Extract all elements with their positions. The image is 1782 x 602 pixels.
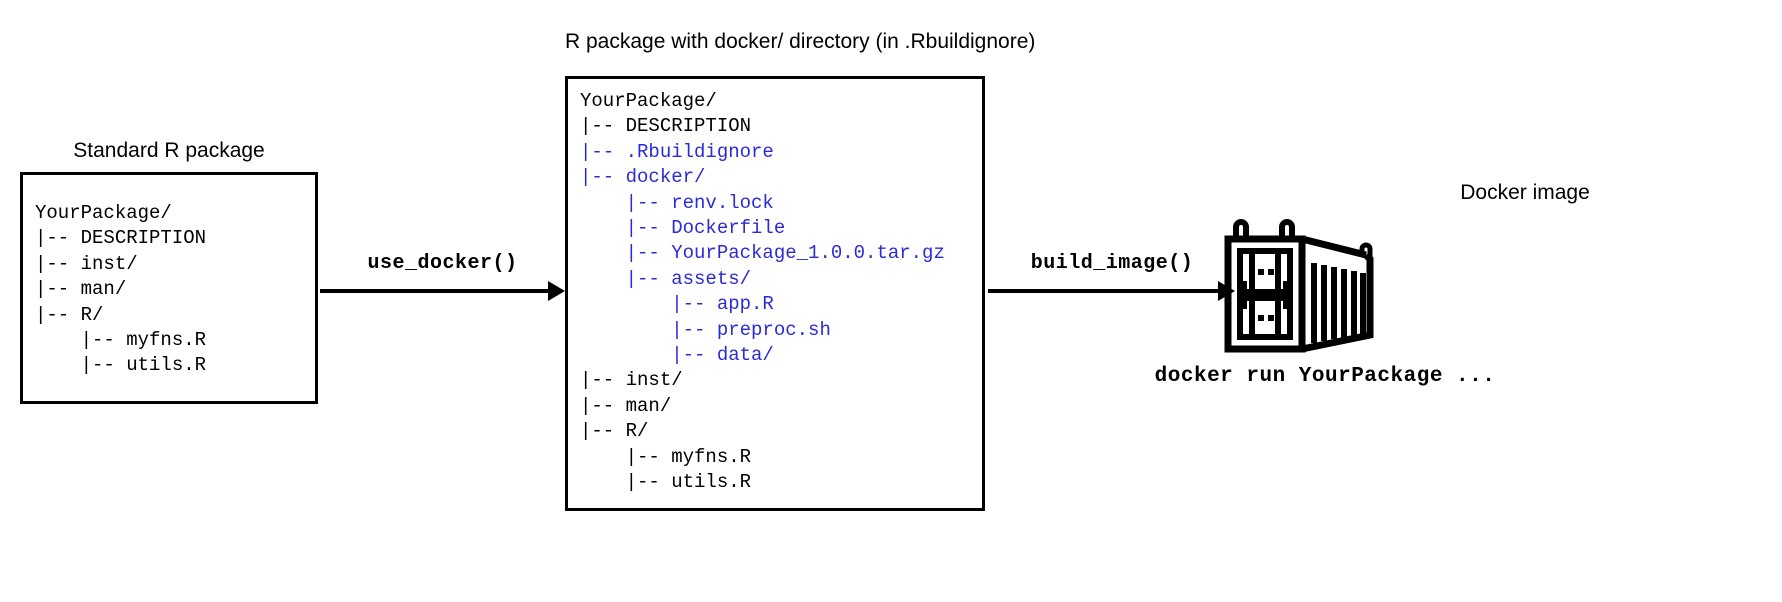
center-package-tree: YourPackage/ |-- DESCRIPTION|-- .Rbuildig…	[580, 89, 945, 496]
center-box-caption: R package with docker/ directory (in .Rb…	[565, 30, 1036, 53]
tree-line: |-- data/	[580, 344, 774, 367]
tree-line: |-- R/	[580, 420, 649, 443]
tree-line: YourPackage/	[580, 90, 717, 112]
tree-line: |-- utils.R	[580, 471, 752, 494]
docker-run-command: docker run YourPackage ...	[1154, 365, 1496, 388]
build-image-arrow-label: build_image()	[1030, 252, 1194, 275]
tree-line: |-- R/	[35, 303, 104, 326]
use-docker-arrow-label: use_docker()	[367, 252, 518, 275]
tree-line: |-- man/	[35, 278, 127, 301]
tree-line: |-- app.R	[580, 293, 774, 316]
standard-r-package-box: YourPackage/ |-- DESCRIPTION|-- inst/ |-- …	[20, 172, 318, 404]
tree-line: |-- docker/	[580, 166, 706, 189]
arrow-head-icon	[548, 281, 565, 301]
tree-line: |-- myfns.R	[35, 329, 207, 352]
tree-line: YourPackage/	[35, 202, 172, 224]
tree-line: |-- inst/	[35, 252, 138, 275]
tree-line: |-- man/	[580, 394, 672, 417]
tree-line: |-- YourPackage_1.0.0.tar.gz	[580, 242, 945, 265]
docker-r-package-box: YourPackage/ |-- DESCRIPTION|-- .Rbuildig…	[565, 76, 985, 511]
arrow-shaft	[988, 289, 1220, 293]
tree-line: |-- .Rbuildignore	[580, 140, 774, 163]
tree-line: |-- utils.R	[35, 354, 207, 377]
tree-line: |-- Dockerfile	[580, 217, 786, 240]
left-package-tree: YourPackage/ |-- DESCRIPTION|-- inst/ |-- …	[35, 201, 206, 379]
arrow-build-image	[988, 281, 1236, 301]
tree-line: |-- renv.lock	[580, 191, 774, 214]
arrow-shaft	[320, 289, 550, 293]
tree-line: |-- myfns.R	[580, 445, 752, 468]
tree-line: |-- DESCRIPTION	[580, 115, 752, 138]
tree-line: |-- assets/	[580, 267, 752, 290]
tree-line: |-- inst/	[580, 369, 683, 392]
shipping-container-icon	[1224, 217, 1424, 357]
arrow-use-docker	[320, 281, 565, 301]
left-box-caption: Standard R package	[73, 139, 265, 162]
tree-line: |-- DESCRIPTION	[35, 227, 207, 250]
tree-line: |-- preproc.sh	[580, 318, 831, 341]
right-caption-docker-image: Docker image	[1460, 181, 1590, 204]
